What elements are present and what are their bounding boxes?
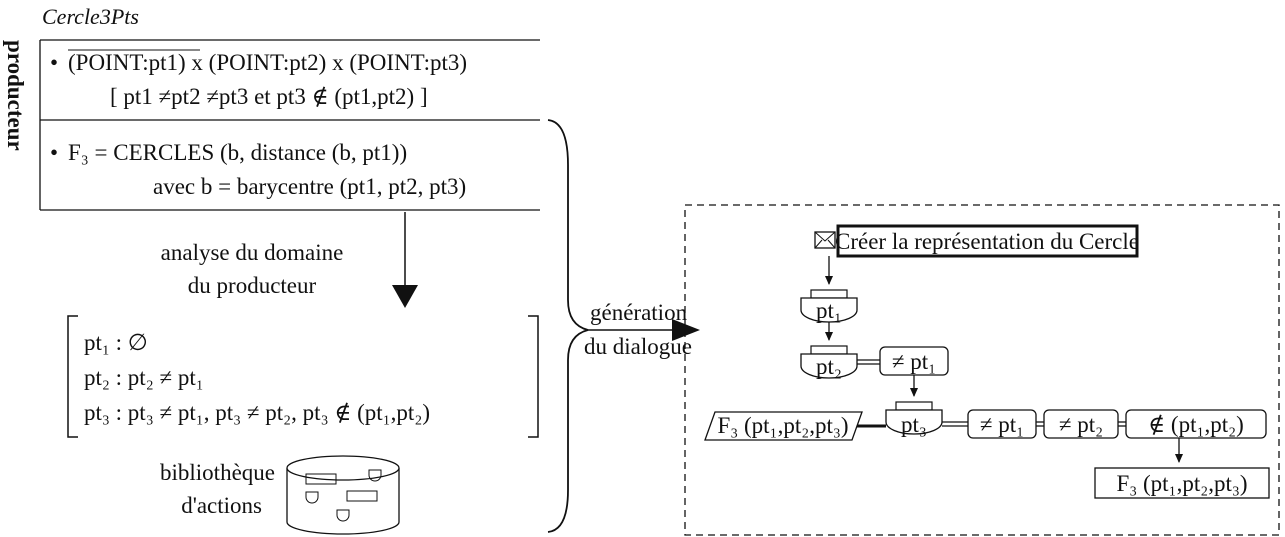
analysis-arrow: analyse du domaine du producteur — [161, 212, 418, 308]
constraint-pt2: ≠ pt₁ — [879, 346, 949, 376]
library-label-1: bibliothèque — [160, 460, 275, 485]
node-pt2: pt₂ — [800, 345, 858, 379]
output-bottom: F₃ (pt₁,pt₂,pt₃) — [1094, 467, 1270, 499]
constraint-pt3-b-label: ≠ pt₂ — [1059, 412, 1103, 437]
constraint-pt3-a-label: ≠ pt₁ — [980, 412, 1024, 437]
producer-constraints: [ pt1 ≠pt2 ≠pt3 et pt3 ∉ (pt1,pt2) ] — [110, 84, 428, 109]
producer-function: F₃ = CERCLES (b, distance (b, pt1)) — [68, 140, 407, 165]
constraint-pt3-c-label: ∉ (pt₁,pt₂) — [1148, 412, 1244, 437]
producer-barycentre: avec b = barycentre (pt1, pt2, pt3) — [153, 174, 466, 199]
bullet-signature: • — [50, 50, 58, 75]
producer-signature: (POINT:pt1) x (POINT:pt2) x (POINT:pt3) — [68, 50, 467, 75]
domain-row-2: pt₂ : pt₂ ≠ pt₁ — [84, 365, 204, 390]
node-pt2-label: pt₂ — [816, 354, 842, 379]
node-pt1-label: pt₁ — [816, 298, 842, 323]
node-pt1: pt₁ — [800, 289, 858, 323]
database-icon — [286, 455, 400, 535]
node-pt3-label: pt₃ — [901, 412, 927, 437]
output-bottom-label: F₃ (pt₁,pt₂,pt₃) — [1116, 471, 1247, 496]
domain-row-3: pt₃ : pt₃ ≠ pt₁, pt₃ ≠ pt₂, pt₃ ∉ (pt₁,p… — [84, 400, 430, 425]
producer-box: Cercle3Pts producteur • (POINT:pt1) x (P… — [3, 4, 540, 211]
constraint-pt3-c: ∉ (pt₁,pt₂) — [1125, 409, 1267, 439]
analysis-label-1: analyse du domaine — [161, 240, 344, 265]
producer-title: Cercle3Pts — [42, 4, 139, 29]
output-left: F₃ (pt₁,pt₂,pt₃) — [704, 411, 863, 441]
envelope-icon — [814, 231, 836, 249]
start-action-label: Créer la représentation du Cercle — [835, 229, 1139, 254]
domain-matrix: pt₁ : ∅ pt₂ : pt₂ ≠ pt₁ pt₃ : pt₃ ≠ pt₁,… — [67, 315, 539, 438]
library-label-2: d'actions — [181, 493, 262, 518]
start-action: Créer la représentation du Cercle — [814, 224, 1139, 258]
constraint-pt3-a: ≠ pt₁ — [967, 409, 1037, 439]
bullet-function: • — [50, 140, 58, 165]
generation-brace: génération du dialogue — [547, 119, 700, 533]
constraint-pt2-label: ≠ pt₁ — [892, 349, 936, 374]
producer-side-label: producteur — [3, 40, 28, 151]
node-pt3: pt₃ — [885, 401, 943, 437]
output-left-label: F₃ (pt₁,pt₂,pt₃) — [717, 413, 848, 438]
dialogue-panel: Créer la représentation du Cercle pt₁ pt… — [684, 204, 1280, 536]
constraint-pt3-b: ≠ pt₂ — [1043, 409, 1119, 439]
action-library: bibliothèque d'actions — [160, 455, 400, 535]
analysis-label-2: du producteur — [188, 273, 317, 298]
domain-row-1: pt₁ : ∅ — [84, 330, 148, 355]
generation-label-2: du dialogue — [584, 334, 692, 359]
generation-label-1: génération — [590, 300, 688, 325]
